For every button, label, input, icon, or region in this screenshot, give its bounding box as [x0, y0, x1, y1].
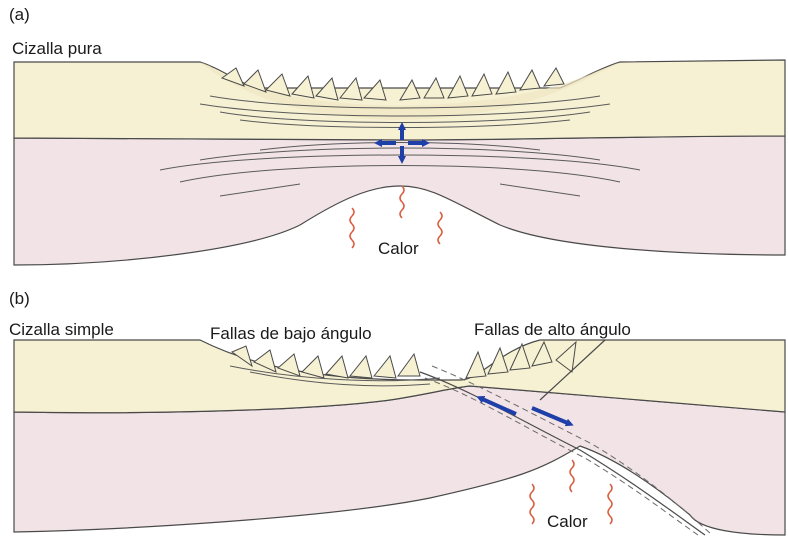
panel-a-model-label: Cizalla pura — [12, 40, 102, 57]
high-angle-faults-label: Fallas de alto ángulo — [474, 321, 631, 338]
panel-b-model-label: Cizalla simple — [9, 321, 114, 338]
low-angle-faults-label: Fallas de bajo ángulo — [210, 325, 372, 342]
panel-b-diagram — [14, 340, 785, 535]
panel-a-diagram — [14, 60, 785, 265]
panel-a-heat-label: Calor — [378, 240, 419, 257]
panel-b-heat-label: Calor — [547, 513, 588, 530]
panel-a-tag: (a) — [9, 6, 30, 23]
panel-b-tag: (b) — [9, 290, 30, 307]
